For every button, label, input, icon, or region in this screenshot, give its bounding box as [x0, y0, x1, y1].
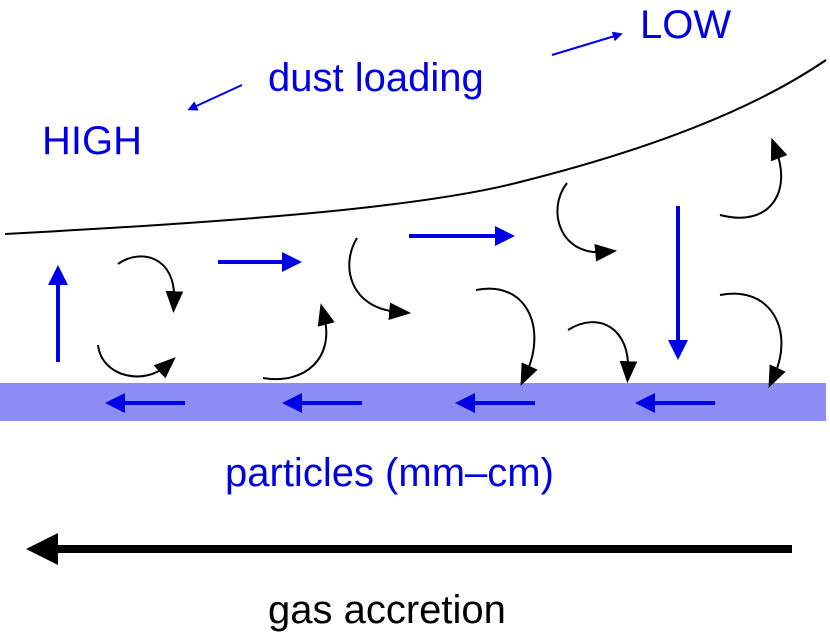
high-label: HIGH [42, 119, 142, 163]
curved-arrow-9 [719, 137, 788, 219]
particles-label: particles (mm–cm) [225, 451, 554, 495]
pointer-arrow-high [187, 84, 243, 111]
curved-arrow-6 [567, 321, 638, 384]
dust-layer-boundary [4, 59, 827, 235]
curved-arrow-1 [117, 255, 184, 314]
curved-arrow-3 [262, 303, 335, 381]
gas-accretion-label: gas accretion [268, 588, 506, 632]
curved-arrow-7 [556, 182, 618, 262]
curved-arrow-8 [719, 292, 786, 389]
curved-arrow-5 [475, 287, 538, 387]
pointer-arrow-low [551, 31, 623, 56]
low-label: LOW [640, 3, 731, 47]
curved-arrow-2 [97, 344, 176, 379]
curved-arrow-4 [348, 237, 412, 321]
dust-loading-label: dust loading [268, 56, 484, 100]
